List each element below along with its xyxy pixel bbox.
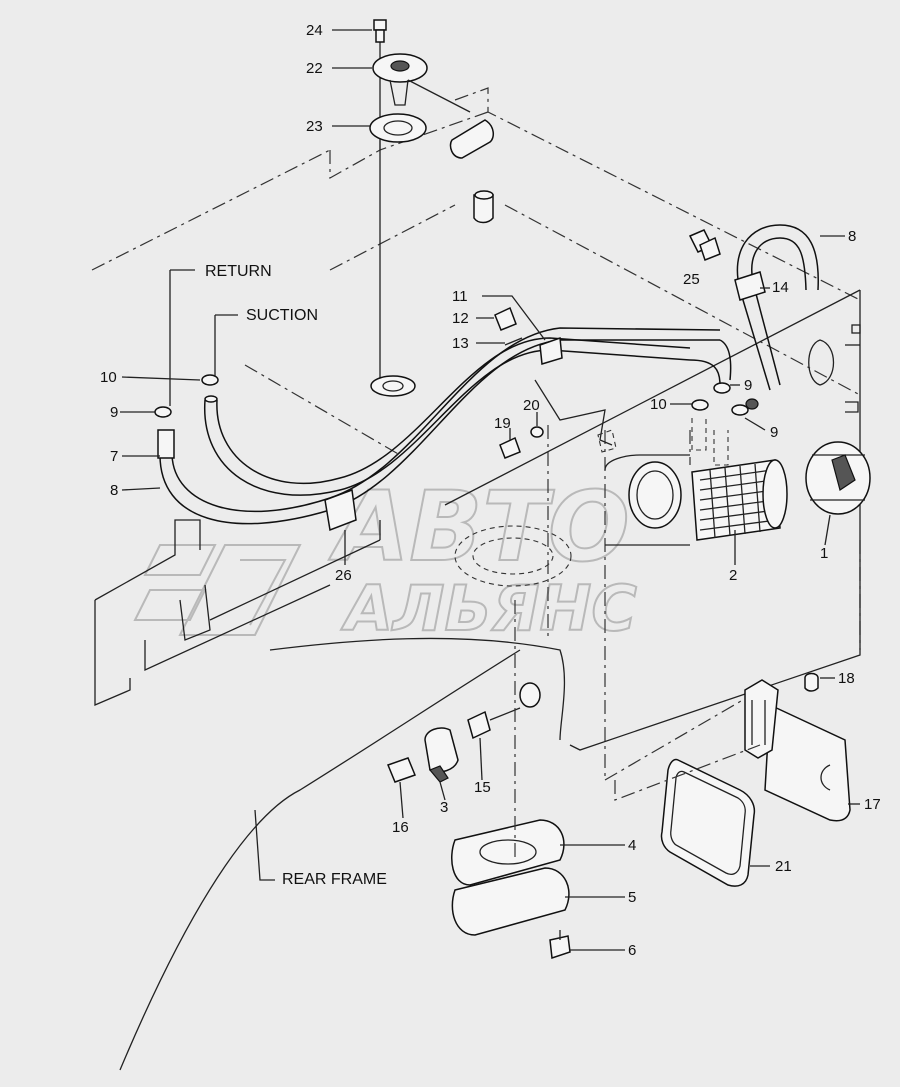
watermark: АВТО АЛЬЯНС xyxy=(133,470,638,646)
label-8-left: 8 xyxy=(110,482,118,499)
plug-16-icon xyxy=(387,757,416,783)
label-1: 1 xyxy=(820,545,828,562)
bolt-6-icon xyxy=(549,935,571,960)
suction-label: SUCTION xyxy=(246,307,318,324)
clamp-11-icon xyxy=(539,336,563,365)
leader-lines xyxy=(120,29,860,951)
screw-24-icon xyxy=(373,19,387,31)
label-15: 15 xyxy=(474,779,491,796)
label-18: 18 xyxy=(838,670,855,687)
filler-assembly xyxy=(604,441,871,546)
watermark-logo-icon xyxy=(133,544,302,636)
label-21: 21 xyxy=(775,858,792,875)
label-17: 17 xyxy=(864,796,881,813)
part-number-labels: 24 22 23 8 25 14 11 12 13 RETURN SUCTION… xyxy=(100,22,881,959)
clamp-9-right-a-icon xyxy=(713,382,731,394)
bolt-19-icon xyxy=(499,436,521,459)
clamp-10-left-icon xyxy=(201,374,219,386)
tank-opening-icon xyxy=(370,375,416,397)
label-6: 6 xyxy=(628,942,636,959)
clamp-10-right-icon xyxy=(691,399,709,411)
label-19: 19 xyxy=(494,415,511,432)
hinge-icon xyxy=(744,679,779,759)
label-20: 20 xyxy=(523,397,540,414)
label-25: 25 xyxy=(683,271,700,288)
label-4: 4 xyxy=(628,837,636,854)
drain-port-icon xyxy=(519,682,541,708)
hose-clamps xyxy=(154,306,749,466)
label-5: 5 xyxy=(628,889,636,906)
plate-5-icon xyxy=(451,867,570,936)
gasket-23-icon xyxy=(369,113,427,143)
label-10-right: 10 xyxy=(650,396,667,413)
watermark-line2: АЛЬЯНС xyxy=(340,572,637,645)
label-9-right-a: 9 xyxy=(744,377,752,394)
fastener-18-icon xyxy=(804,672,819,692)
bolt-12-icon xyxy=(494,306,517,331)
plate-4-icon xyxy=(451,819,565,886)
drain-assembly xyxy=(387,525,761,960)
label-22: 22 xyxy=(306,60,323,77)
label-9-right-b: 9 xyxy=(770,424,778,441)
rear-frame-label: REAR FRAME xyxy=(282,871,387,888)
clamp-9-right-b-icon xyxy=(731,404,749,416)
hose-end-icon xyxy=(745,398,759,410)
label-7: 7 xyxy=(110,448,118,465)
label-9-left: 9 xyxy=(110,404,118,421)
label-3: 3 xyxy=(440,799,448,816)
washer-20-icon xyxy=(530,426,544,438)
hose-assembly xyxy=(157,327,732,532)
label-26: 26 xyxy=(335,567,352,584)
label-13: 13 xyxy=(452,335,469,352)
return-label: RETURN xyxy=(205,263,272,280)
label-16: 16 xyxy=(392,819,409,836)
screw-24-shank-icon xyxy=(375,29,385,43)
label-12: 12 xyxy=(452,310,469,327)
float-icon xyxy=(449,119,495,159)
label-10-left: 10 xyxy=(100,369,117,386)
gasket-21-icon xyxy=(660,758,756,887)
label-24: 24 xyxy=(306,22,323,39)
label-23: 23 xyxy=(306,118,323,135)
pickup-tube-icon xyxy=(473,194,494,224)
sender-center-icon xyxy=(390,60,410,72)
label-2: 2 xyxy=(729,567,737,584)
label-11: 11 xyxy=(452,288,468,305)
valve-3-icon xyxy=(424,727,459,773)
label-14: 14 xyxy=(772,279,789,296)
clamp-9-left-icon xyxy=(154,406,172,418)
cover-17-icon xyxy=(764,703,851,822)
fuel-sender-assembly xyxy=(369,19,495,397)
clamp-14-icon xyxy=(734,271,766,301)
pipe-fitting-return-icon xyxy=(157,429,175,459)
label-8-top: 8 xyxy=(848,228,856,245)
breather-hose xyxy=(688,224,819,410)
clamp-26-icon xyxy=(324,488,357,532)
access-cover xyxy=(660,672,851,887)
fuel-tank-outline xyxy=(91,87,861,781)
rear-frame xyxy=(94,289,861,1071)
fitting-15-icon xyxy=(467,710,491,740)
